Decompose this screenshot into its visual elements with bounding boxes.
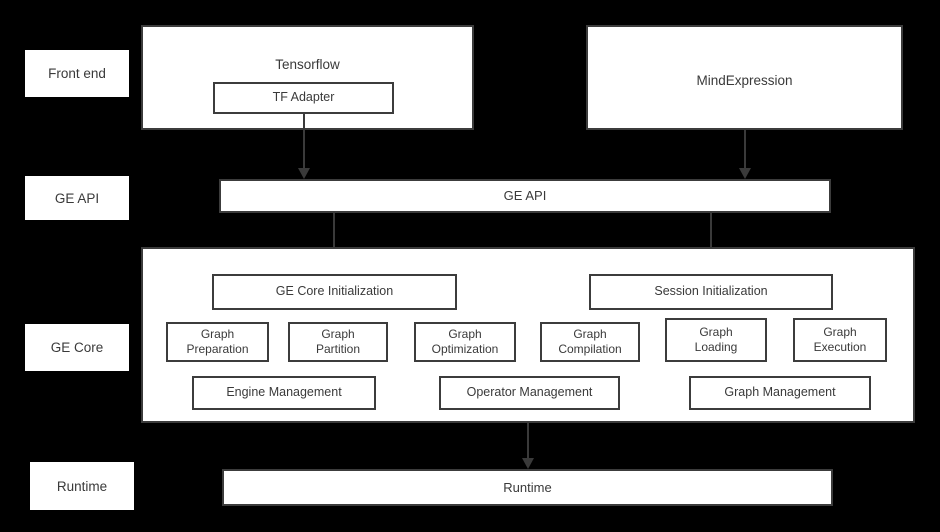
module-graph-compilation[interactable]: Graph Compilation [540,322,640,362]
module-line2: Compilation [558,342,622,356]
module-line1: Graph [321,327,355,342]
runtime-bar-label: Runtime [503,479,552,495]
module-graph-optimization-label: Graph Optimization [432,327,499,356]
manager-engine-management[interactable]: Engine Management [192,376,376,410]
module-line1: Graph [573,327,607,342]
module-line2: Preparation [186,342,249,356]
stage-label-ge-api: GE API [25,176,129,220]
module-line2: Loading [694,340,738,354]
stage-label-ge-core-text: GE Core [50,340,104,355]
module-graph-optimization[interactable]: Graph Optimization [414,322,516,362]
stage-label-runtime: Runtime [30,462,134,510]
ge-core-initialization-label: GE Core Initialization [275,284,394,299]
tensorflow-title: Tensorflow [275,57,340,72]
manager-operator-management-label: Operator Management [466,385,593,400]
manager-graph-management[interactable]: Graph Management [689,376,871,410]
module-graph-compilation-label: Graph Compilation [558,327,621,356]
module-line1: Graph [448,327,482,342]
tf-adapter-label: TF Adapter [272,90,335,105]
module-line2: Execution [813,340,867,354]
manager-operator-management[interactable]: Operator Management [439,376,620,410]
stage-label-front-end: Front end [25,50,129,97]
ge-core-initialization-box[interactable]: GE Core Initialization [212,274,457,310]
module-graph-loading[interactable]: Graph Loading [665,318,767,362]
module-graph-loading-label: Graph Loading [695,325,738,354]
manager-graph-management-label: Graph Management [724,385,836,400]
stage-label-front-end-text: Front end [48,66,106,81]
stage-label-ge-core: GE Core [25,324,129,371]
stage-label-runtime-text: Runtime [56,478,108,494]
ge-api-bar-label: GE API [503,188,547,204]
module-graph-partition[interactable]: Graph Partition [288,322,388,362]
module-graph-preparation[interactable]: Graph Preparation [166,322,269,362]
ge-api-bar[interactable]: GE API [219,179,831,213]
stage-label-ge-api-text: GE API [54,190,100,206]
mindexpression-frame: MindExpression [586,25,903,130]
mindexpression-title: MindExpression [696,73,793,88]
arrow-tf-adapter-to-ge-api [298,114,310,179]
module-line1: Graph [200,327,235,342]
module-graph-partition-label: Graph Partition [316,327,360,356]
module-line1: Graph [699,325,733,340]
module-graph-preparation-label: Graph Preparation [186,327,248,356]
arrow-mindexpression-to-ge-api [739,130,751,179]
tf-adapter-box[interactable]: TF Adapter [213,82,394,114]
module-graph-execution-label: Graph Execution [814,325,867,354]
session-initialization-box[interactable]: Session Initialization [589,274,833,310]
module-graph-execution[interactable]: Graph Execution [793,318,887,362]
tensorflow-frame: Tensorflow [141,25,474,130]
manager-engine-management-label: Engine Management [226,385,342,400]
arrow-ge-core-to-runtime [522,423,534,469]
module-line1: Graph [823,325,857,340]
module-line2: Partition [315,342,361,356]
runtime-bar[interactable]: Runtime [222,469,833,506]
module-line2: Optimization [431,342,499,356]
session-initialization-label: Session Initialization [654,284,768,299]
